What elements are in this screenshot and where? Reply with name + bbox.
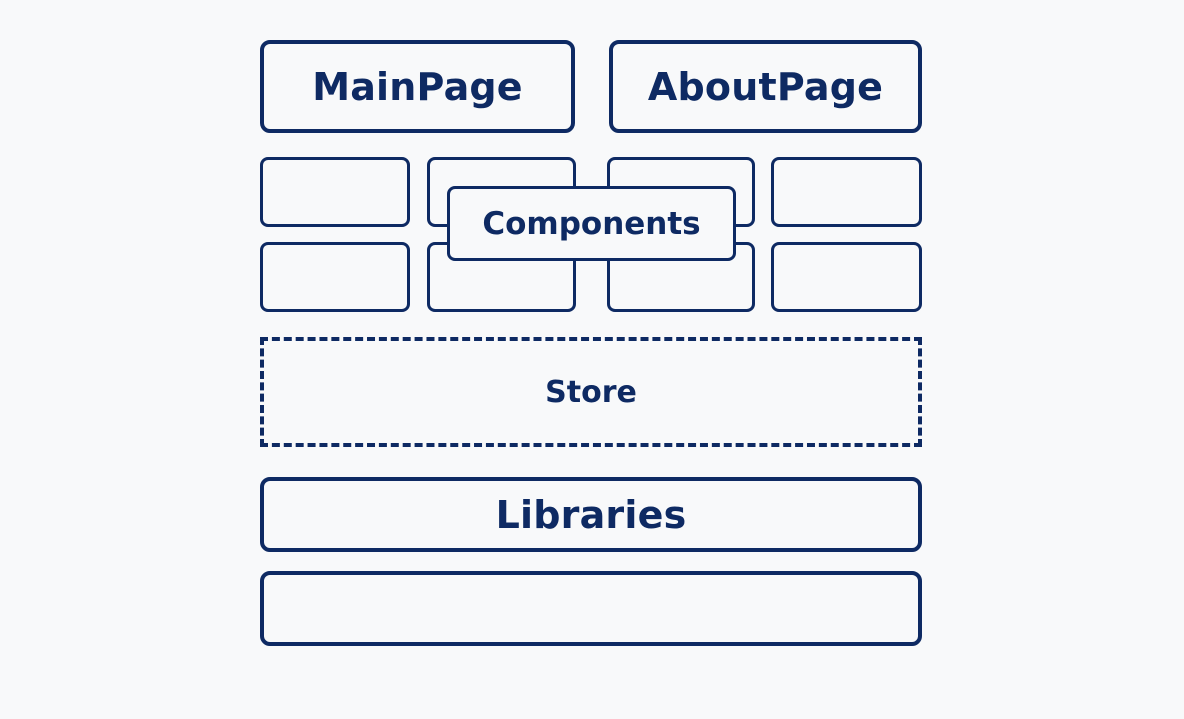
components-label: Components xyxy=(482,205,701,242)
store-box: Store xyxy=(260,337,922,447)
libraries-label: Libraries xyxy=(495,492,687,537)
libraries-box: Libraries xyxy=(260,477,922,552)
about-page-label: AboutPage xyxy=(647,64,884,109)
component-cell-r1-c1 xyxy=(260,157,410,227)
main-page-box: MainPage xyxy=(260,40,575,133)
main-page-label: MainPage xyxy=(312,64,523,109)
components-box: Components xyxy=(447,186,736,261)
component-cell-r1-c4 xyxy=(771,157,922,227)
store-label: Store xyxy=(545,374,637,410)
about-page-box: AboutPage xyxy=(609,40,922,133)
base-layer-box xyxy=(260,571,922,646)
component-cell-r2-c1 xyxy=(260,242,410,312)
component-cell-r2-c4 xyxy=(771,242,922,312)
